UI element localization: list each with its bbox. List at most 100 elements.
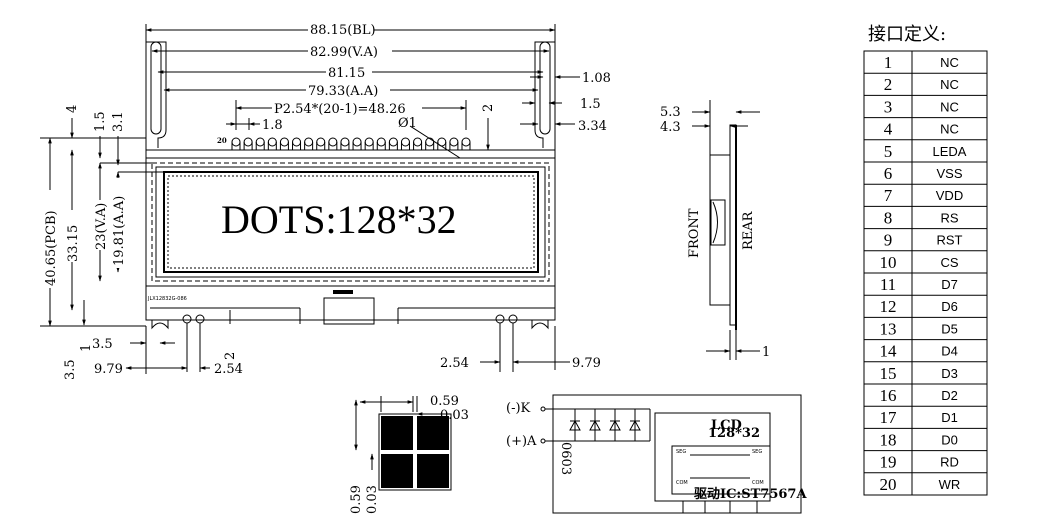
pin-name: NC [940, 55, 959, 70]
pixel-br [417, 454, 449, 488]
dim-3-5v-label: 3.5 [63, 359, 78, 380]
side-dim-4-3-label: 4.3 [660, 120, 681, 135]
pin-name: D4 [941, 344, 958, 359]
mount-slot-right [539, 41, 551, 135]
connector-tab [333, 290, 353, 294]
header-pin [400, 137, 410, 147]
header-pin [413, 137, 423, 147]
dim-aa-h-label: 79.33(A.A) [308, 84, 378, 99]
connector-block [323, 297, 375, 325]
dim-va-h-label: 82.99(V.A) [310, 45, 378, 60]
header-pin [352, 137, 362, 147]
dim-bl-label: 88.15(BL) [310, 23, 376, 38]
pin-20-label: 20 [217, 136, 227, 145]
aa-frame-inner [167, 175, 535, 269]
px-dim-0-59-label: 0.59 [430, 394, 459, 409]
backlight-pin-4 [508, 314, 518, 324]
dim-9-79l-label: 9.79 [94, 362, 123, 377]
dim-3-5-label: 3.5 [92, 337, 113, 352]
pin-number: 3 [884, 97, 893, 116]
dim-2v-label: 2 [223, 352, 238, 360]
dim-1-5-label: 1.5 [580, 97, 601, 112]
header-pin [388, 137, 398, 147]
side-view: FRONT REAR 5.3 4.3 1 [660, 100, 770, 360]
driver-ic-label: 驱动IC:ST7567A [694, 487, 807, 502]
led-symbol [609, 419, 621, 431]
header-pin [461, 137, 471, 147]
header-pin [304, 137, 314, 147]
com-right-label: COM [752, 480, 764, 486]
dim-1v-label: 1 [79, 344, 94, 352]
dim-va-v-bg [91, 200, 109, 250]
com-left-label: COM [676, 480, 688, 486]
circuit-k-label: (-)K [506, 401, 531, 416]
pin-name: D2 [941, 388, 958, 403]
backlight-pin-3 [495, 314, 505, 324]
pin-table-title: 接口定义: [868, 24, 946, 45]
dim-va-v-label: 23(V.A) [94, 203, 109, 250]
dim-aa-h-bg [306, 82, 390, 96]
header-pin [267, 137, 277, 147]
pin-number: 12 [880, 297, 897, 316]
display-text: DOTS:128*32 [221, 197, 457, 242]
pin-number: 14 [880, 342, 898, 361]
pin-name: LEDA [933, 144, 967, 159]
pin-name: RS [940, 210, 958, 225]
header-pin [328, 137, 338, 147]
pin-name: NC [940, 122, 959, 137]
pcb-part-label: JLX12832G-086 [147, 296, 187, 302]
backlight-pin-2 [195, 314, 205, 324]
dim-1-08-label: 1.08 [582, 71, 611, 86]
pin-number: 20 [880, 475, 897, 494]
side-dim-5-3-label: 5.3 [660, 105, 681, 120]
header-pin [340, 137, 350, 147]
dim-aa-v-label: 19.81(A.A) [112, 196, 127, 266]
pixel-tl [381, 416, 413, 450]
glass-edge [155, 166, 546, 278]
header-pin [376, 137, 386, 147]
dim-3-1-label: 3.1 [111, 111, 126, 132]
backlight-leds [569, 409, 641, 441]
side-rear-label: REAR [741, 210, 756, 250]
dim-pitch-bg [272, 100, 422, 114]
led-symbol [589, 419, 601, 431]
aa-frame-outer [163, 171, 539, 273]
pin-name: D3 [941, 366, 958, 381]
pin-number: 19 [880, 453, 897, 472]
driver-block [671, 445, 771, 495]
header-pin [316, 137, 326, 147]
backlight-pin-1 [182, 314, 192, 324]
circuit-border [552, 394, 802, 514]
dim-2-top-label: 2 [481, 104, 496, 112]
pin-number: 7 [884, 186, 893, 205]
pin-name: D5 [941, 321, 958, 336]
pin-number: 10 [880, 253, 897, 272]
header-pin [279, 137, 289, 147]
header-pin [255, 137, 265, 147]
header-pin [231, 137, 241, 147]
dim-3-34-label: 3.34 [578, 119, 607, 134]
px-dim-0-03v-label: 0.03 [365, 485, 380, 514]
pin-name: VDD [936, 188, 963, 203]
pin-number: 15 [880, 364, 897, 383]
pixel-bl [381, 454, 413, 488]
pin-number: 16 [880, 386, 897, 405]
px-dim-0-03-label: 0.03 [440, 408, 469, 423]
pin-name: NC [940, 77, 959, 92]
header-pin [243, 137, 253, 147]
dim-81-label: 81.15 [328, 66, 365, 81]
pin-name: CS [940, 255, 958, 270]
circuit-a-label: (+)A [506, 434, 537, 449]
pin-name: WR [939, 477, 961, 492]
dim-1-8-label: 1.8 [262, 118, 283, 133]
led-package-label: 0603 [558, 442, 573, 475]
dim-9-79r-label: 9.79 [572, 356, 601, 371]
va-frame [151, 162, 550, 282]
pin-name: RD [940, 455, 959, 470]
dim-pcb-h-label: 40.65(PCB) [44, 210, 59, 286]
pin-number: 11 [880, 275, 896, 294]
a-terminal [540, 438, 546, 444]
pin-name: D1 [941, 410, 958, 425]
side-dim-1-label: 1 [762, 345, 770, 360]
